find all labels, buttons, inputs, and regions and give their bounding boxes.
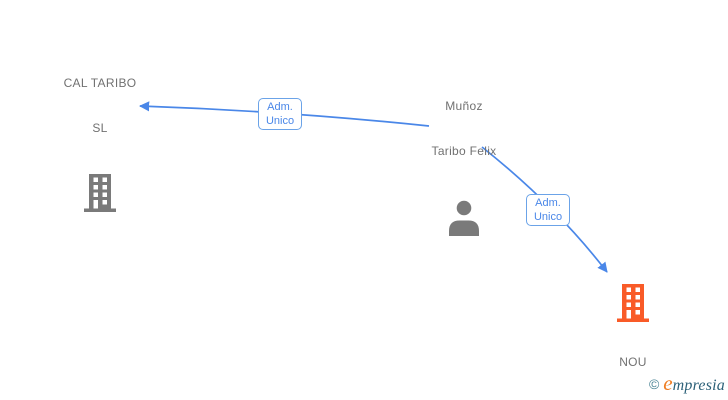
entity-node-nou-taribo-sl[interactable]: NOU TARIBO SL	[571, 284, 695, 400]
logo-text: mpresia	[672, 377, 725, 394]
logo-initial: e	[663, 371, 673, 395]
entity-node-munoz-taribo-felix[interactable]: Muñoz Taribo Felix	[402, 69, 526, 236]
entity-label: Muñoz Taribo Felix	[431, 99, 497, 158]
relationship-label-adm-unico-nou: Adm. Unico	[526, 194, 570, 226]
relationship-label-text: Adm.	[535, 197, 561, 209]
entity-label: NOU TARIBO SL	[619, 355, 647, 369]
relationship-label-text: Adm.	[267, 101, 293, 113]
relationship-label-adm-unico-cal: Adm. Unico	[258, 98, 302, 130]
relationship-label-text: Unico	[533, 211, 563, 223]
building-icon	[617, 284, 649, 322]
person-icon	[447, 200, 481, 236]
relationship-label-text: Unico	[265, 115, 295, 127]
building-icon	[84, 174, 116, 212]
copyright-icon: ©	[648, 376, 660, 392]
entity-node-cal-taribo-sl[interactable]: CAL TARIBO SL	[38, 46, 162, 212]
empresia-logo[interactable]: ©empresia	[649, 371, 725, 396]
entity-label: CAL TARIBO SL	[63, 76, 137, 135]
